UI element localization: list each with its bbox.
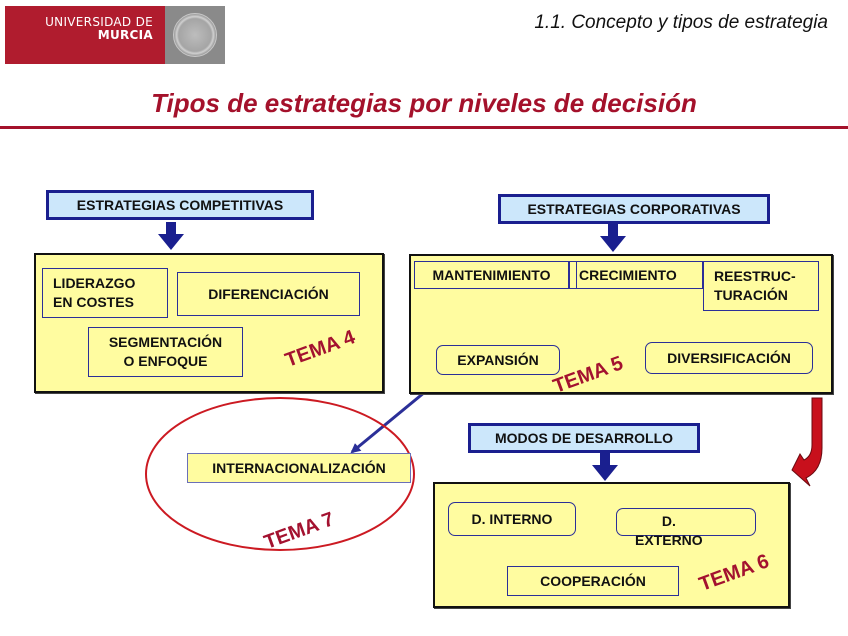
diferenciacion-box: DIFERENCIACIÓN — [177, 272, 360, 316]
reestructuracion-line2: TURACIÓN — [714, 287, 788, 303]
mantenimiento-box: MANTENIMIENTO — [414, 261, 569, 289]
liderazgo-line2: EN COSTES — [53, 294, 134, 310]
crecimiento-box: CRECIMIENTO — [576, 261, 703, 289]
title-underline — [0, 126, 848, 129]
down-arrow-icon — [600, 224, 626, 252]
development-modes-label: MODOS DE DESARROLLO — [494, 430, 674, 446]
internacionalizacion-label: INTERNACIONALIZACIÓN — [212, 459, 386, 476]
mantenimiento-label: MANTENIMIENTO — [432, 266, 551, 283]
internacionalizacion-box: INTERNACIONALIZACIÓN — [187, 453, 411, 483]
seal-emblem — [173, 13, 217, 57]
tema7-ellipse — [145, 397, 415, 551]
university-logo: UNIVERSIDAD DE MURCIA — [5, 6, 225, 64]
d-externo-line2: EXTERNO — [635, 532, 703, 548]
d-externo-line1: D. — [661, 513, 676, 529]
red-curved-arrow — [791, 397, 823, 487]
diferenciacion-label: DIFERENCIACIÓN — [208, 285, 329, 302]
down-arrow-icon — [592, 453, 618, 481]
development-modes-header: MODOS DE DESARROLLO — [468, 423, 700, 453]
diversificacion-label: DIVERSIFICACIÓN — [667, 349, 791, 366]
slide-title: Tipos de estrategias por niveles de deci… — [151, 88, 697, 118]
cooperacion-box: COOPERACIÓN — [507, 566, 679, 596]
expansion-label: EXPANSIÓN — [457, 351, 539, 368]
logo-line2: MURCIA — [97, 28, 153, 42]
crecimiento-label: CRECIMIENTO — [579, 266, 677, 283]
expansion-box: EXPANSIÓN — [436, 345, 560, 375]
cooperacion-label: COOPERACIÓN — [540, 572, 646, 589]
reestructuracion-line1: REESTRUC- — [714, 268, 796, 284]
d-externo-box: D. EXTERNO — [616, 508, 756, 548]
logo-line1: UNIVERSIDAD DE — [45, 15, 153, 29]
corporate-strategies-label: ESTRATEGIAS CORPORATIVAS — [527, 201, 741, 217]
d-interno-box: D. INTERNO — [448, 502, 576, 536]
corporate-strategies-header: ESTRATEGIAS CORPORATIVAS — [498, 194, 770, 224]
down-arrow-icon — [158, 222, 184, 250]
segmentacion-line2: O ENFOQUE — [123, 353, 208, 369]
d-interno-label: D. INTERNO — [471, 510, 553, 527]
university-seal-icon — [165, 6, 225, 64]
diversificacion-box: DIVERSIFICACIÓN — [645, 342, 813, 374]
competitive-strategies-header: ESTRATEGIAS COMPETITIVAS — [46, 190, 314, 220]
liderazgo-en-costes-box: LIDERAZGO EN COSTES — [42, 268, 168, 318]
segmentacion-box: SEGMENTACIÓN O ENFOQUE — [88, 327, 243, 377]
competitive-strategies-label: ESTRATEGIAS COMPETITIVAS — [76, 197, 284, 213]
liderazgo-line1: LIDERAZGO — [53, 275, 136, 291]
section-title: 1.1. Concepto y tipos de estrategia — [534, 12, 828, 33]
reestructuracion-box: REESTRUC- TURACIÓN — [703, 261, 819, 311]
logo-text: UNIVERSIDAD DE MURCIA — [5, 16, 153, 42]
segmentacion-line1: SEGMENTACIÓN — [108, 334, 223, 350]
